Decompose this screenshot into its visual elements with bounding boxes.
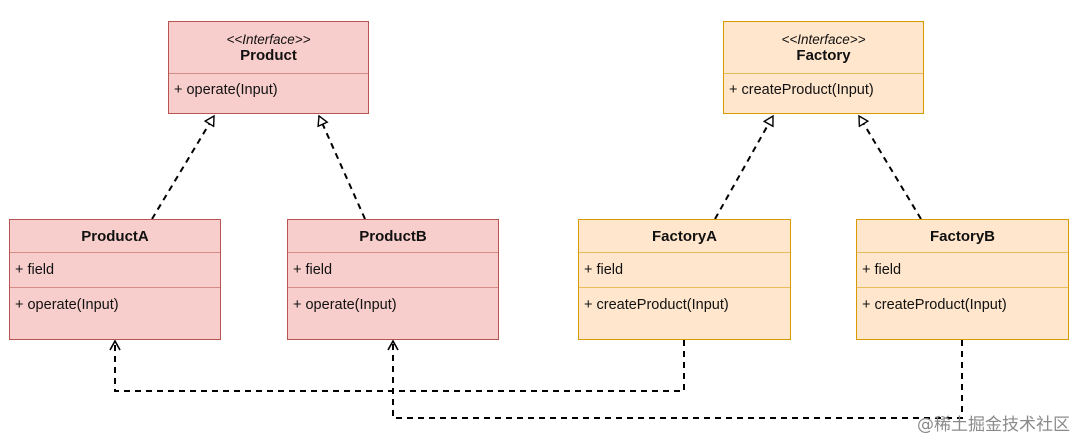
producta-class-box: ProductA + field + operate(Input) <box>9 219 221 340</box>
divider <box>857 287 1068 288</box>
class-name: Product <box>240 46 297 64</box>
divider <box>10 287 220 288</box>
method-row: + operate(Input) <box>15 297 119 313</box>
class-name: FactoryA <box>651 227 718 245</box>
realization-productb <box>319 116 366 220</box>
field-row: + field <box>862 262 902 278</box>
divider <box>169 73 368 74</box>
method-row: + createProduct(Input) <box>584 297 729 313</box>
field-row: + field <box>15 262 55 278</box>
productb-class-box: ProductB + field + operate(Input) <box>287 219 499 340</box>
class-name: ProductB <box>359 227 427 245</box>
class-header: FactoryA <box>579 220 790 252</box>
stereotype-label: <<Interface>> <box>781 31 866 47</box>
factorya-class-box: FactoryA + field + createProduct(Input) <box>578 219 791 340</box>
factoryb-class-box: FactoryB + field + createProduct(Input) <box>856 219 1069 340</box>
divider <box>288 252 498 253</box>
divider <box>288 287 498 288</box>
stereotype-label: <<Interface>> <box>226 31 311 47</box>
divider <box>857 252 1068 253</box>
divider <box>579 252 790 253</box>
class-header: ProductB <box>288 220 498 252</box>
class-name: Factory <box>796 46 851 64</box>
method-row: + createProduct(Input) <box>729 82 874 98</box>
class-name: FactoryB <box>929 227 996 245</box>
realization-factorya <box>714 116 774 220</box>
realization-producta <box>151 116 215 220</box>
divider <box>10 252 220 253</box>
watermark-text: @稀土掘金技术社区 <box>917 415 1070 435</box>
product-interface-box: <<Interface>> Product + operate(Input) <box>168 21 369 114</box>
field-row: + field <box>293 262 333 278</box>
divider <box>579 287 790 288</box>
realization-factoryb <box>858 116 922 220</box>
class-header: FactoryB <box>857 220 1068 252</box>
class-name: ProductA <box>81 227 149 245</box>
product-interface-header: <<Interface>> Product <box>169 22 368 73</box>
class-header: ProductA <box>10 220 220 252</box>
method-row: + createProduct(Input) <box>862 297 1007 313</box>
dependency-factoryb-productb <box>387 339 963 419</box>
divider <box>724 73 923 74</box>
factory-interface-header: <<Interface>> Factory <box>724 22 923 73</box>
field-row: + field <box>584 262 624 278</box>
method-row: + operate(Input) <box>293 297 397 313</box>
method-row: + operate(Input) <box>174 82 278 98</box>
dependency-factorya-producta <box>109 339 685 392</box>
factory-interface-box: <<Interface>> Factory + createProduct(In… <box>723 21 924 114</box>
